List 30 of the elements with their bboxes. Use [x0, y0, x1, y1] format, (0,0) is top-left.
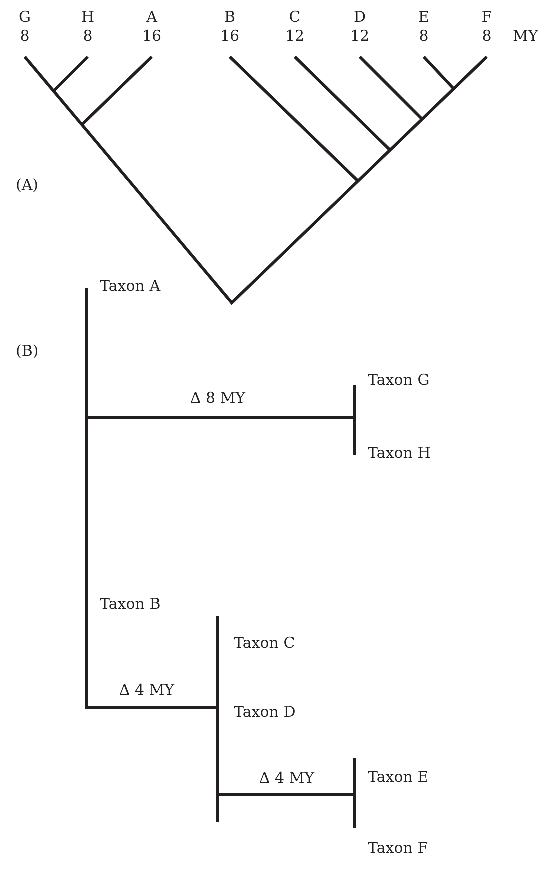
taxon-letter: D — [354, 9, 366, 26]
branch-length-label: Δ 8 MY — [190, 390, 246, 407]
taxon-letter: A — [146, 9, 158, 26]
age-value: 8 — [482, 28, 492, 45]
taxon-label: Taxon D — [234, 704, 296, 721]
taxon-label: Taxon G — [368, 372, 430, 389]
taxon-letter: C — [289, 9, 301, 26]
taxon-letter: F — [482, 9, 492, 26]
taxon-label: Taxon B — [100, 596, 161, 613]
age-value: 12 — [350, 28, 370, 45]
taxon-label: Taxon F — [368, 840, 428, 857]
taxon-letter: G — [19, 9, 31, 26]
age-value: 8 — [419, 28, 429, 45]
taxon-label: Taxon A — [100, 278, 161, 295]
age-value: 16 — [142, 28, 162, 45]
age-value: 16 — [220, 28, 240, 45]
age-value: 8 — [20, 28, 30, 45]
taxon-label: Taxon H — [368, 445, 431, 462]
age-value: 8 — [83, 28, 93, 45]
unit-label: MY — [513, 28, 538, 45]
taxon-letter: E — [418, 9, 430, 26]
age-value: 12 — [285, 28, 305, 45]
taxon-letter: H — [81, 9, 95, 26]
panel-label: (A) — [16, 177, 39, 194]
taxon-letter: B — [224, 9, 236, 26]
branch-length-label: Δ 4 MY — [259, 770, 315, 787]
taxon-label: Taxon C — [234, 635, 296, 652]
branch-length-label: Δ 4 MY — [119, 682, 175, 699]
panel-label: (B) — [16, 343, 39, 360]
taxon-label: Taxon E — [368, 769, 429, 786]
